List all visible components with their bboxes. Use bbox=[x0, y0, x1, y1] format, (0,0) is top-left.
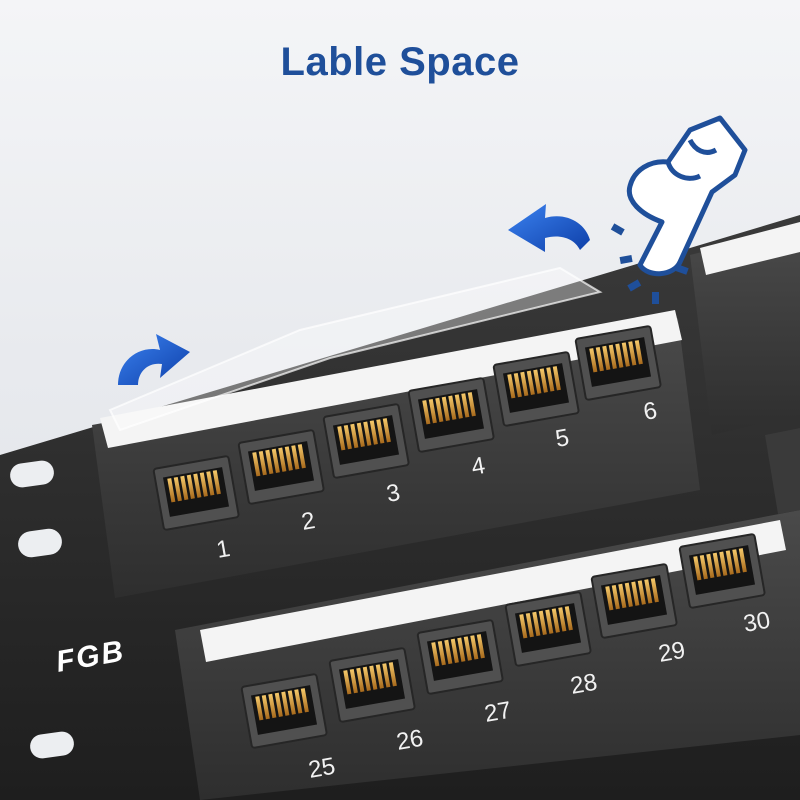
port-label: 29 bbox=[656, 637, 687, 668]
rj45-jack bbox=[504, 591, 592, 667]
mount-hole bbox=[30, 731, 74, 759]
rj45-jack bbox=[574, 325, 662, 401]
rj45-jack bbox=[407, 377, 495, 453]
curved-arrow-left-icon bbox=[508, 204, 590, 252]
rj45-jack bbox=[416, 619, 504, 695]
rj45-jack bbox=[328, 647, 416, 723]
rj45-jack bbox=[152, 455, 240, 531]
mount-hole bbox=[18, 528, 62, 558]
pointing-hand-icon bbox=[626, 115, 748, 277]
port-label: 30 bbox=[741, 607, 772, 638]
rj45-jack bbox=[492, 351, 580, 427]
motion-mark bbox=[627, 279, 642, 292]
rj45-jack bbox=[237, 429, 325, 505]
port-label: 2 bbox=[299, 507, 317, 536]
right-module bbox=[690, 228, 800, 435]
port-label: 25 bbox=[306, 753, 337, 784]
port-label: 5 bbox=[553, 424, 571, 453]
page-title: Lable Space bbox=[280, 40, 520, 84]
motion-mark bbox=[652, 292, 659, 304]
rj45-jack bbox=[590, 563, 678, 639]
port-label: 3 bbox=[384, 479, 402, 508]
lower-jacks bbox=[240, 533, 766, 749]
motion-mark bbox=[619, 255, 633, 264]
port-label: 1 bbox=[214, 535, 232, 564]
lower-label-strip bbox=[200, 520, 786, 662]
motion-mark bbox=[674, 264, 689, 275]
port-label: 27 bbox=[482, 697, 513, 728]
mount-hole bbox=[10, 460, 54, 488]
port-label: 6 bbox=[641, 397, 659, 426]
right-lower-block bbox=[765, 428, 800, 514]
port-label: 4 bbox=[469, 452, 487, 481]
port-label: 28 bbox=[568, 669, 599, 700]
curved-arrow-up-icon bbox=[118, 334, 190, 385]
rj45-jack bbox=[240, 673, 328, 749]
rj45-jack bbox=[678, 533, 766, 609]
right-label-strip bbox=[700, 222, 800, 275]
port-label: 26 bbox=[394, 725, 425, 756]
label-cover bbox=[108, 266, 603, 432]
motion-mark bbox=[610, 223, 625, 236]
upper-jacks bbox=[152, 325, 662, 531]
upper-label-strip bbox=[100, 310, 682, 448]
rj45-jack bbox=[322, 403, 410, 479]
